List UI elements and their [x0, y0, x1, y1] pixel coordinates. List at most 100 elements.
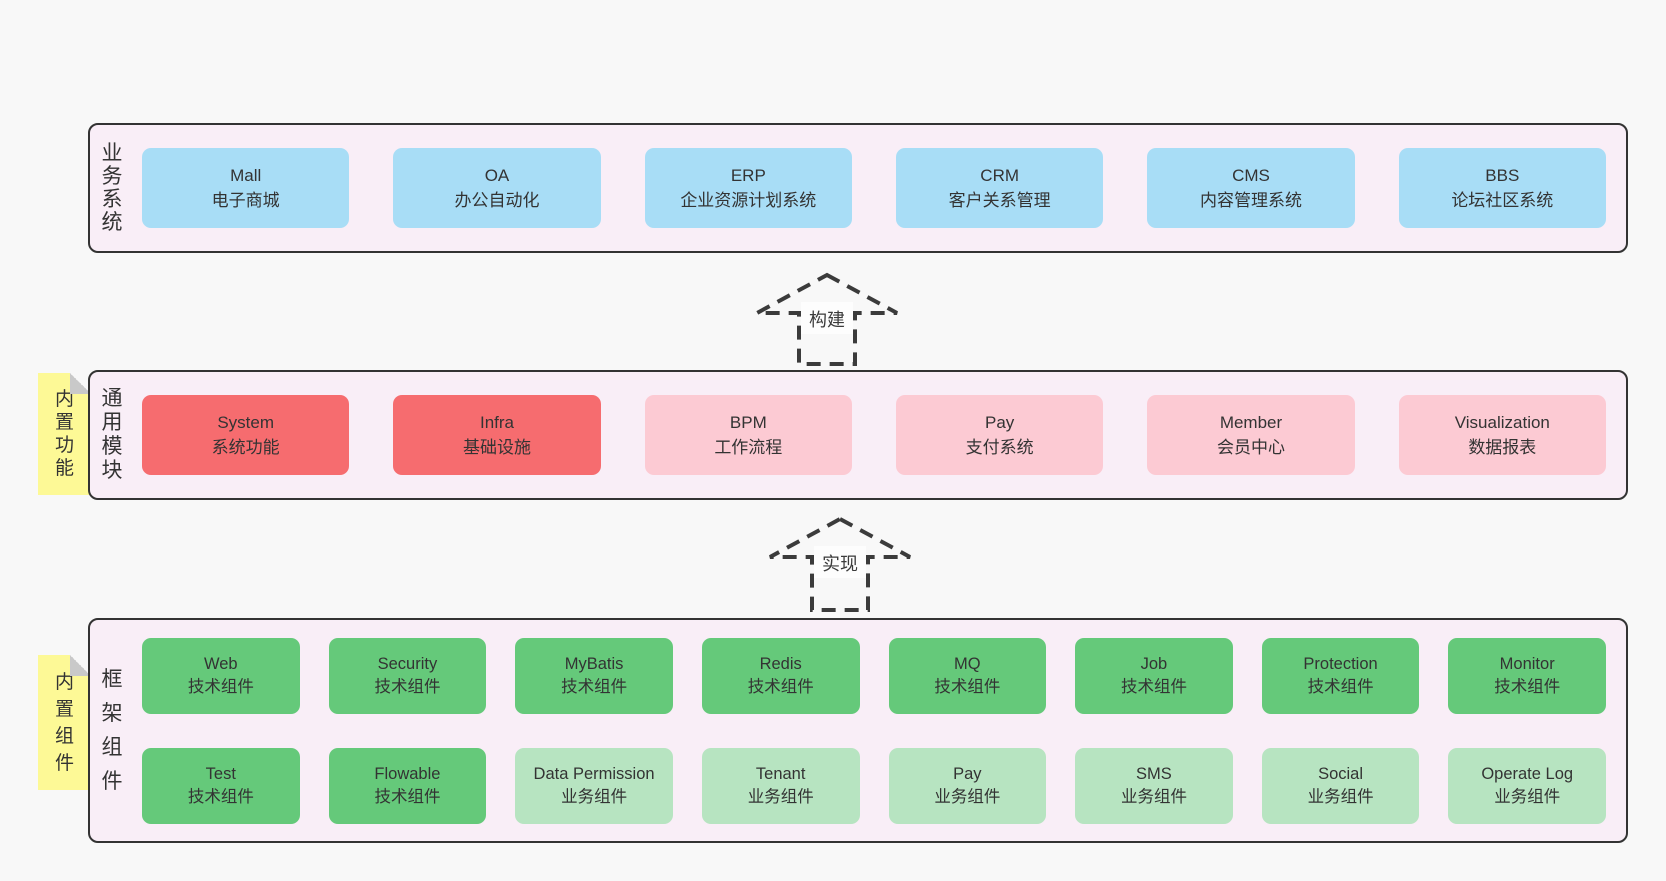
box-mybatis: MyBatis 技术组件	[515, 637, 673, 714]
box-cms: CMS 内容管理系统	[1147, 148, 1355, 228]
box-title: SMS	[1136, 764, 1172, 783]
box-bbs: BBS 论坛社区系统	[1398, 148, 1606, 228]
arrow-implement-label: 实现	[822, 554, 858, 574]
box-subtitle: 企业资源计划系统	[680, 191, 817, 210]
box-subtitle: 技术组件	[934, 677, 1001, 696]
box-subtitle: 业务组件	[747, 787, 814, 806]
box-title: Data Permission	[533, 764, 655, 783]
box-subtitle: 技术组件	[1120, 677, 1187, 696]
box-title: CMS	[1232, 166, 1270, 185]
box-title: Mall	[230, 166, 262, 185]
box-test: Test 技术组件	[142, 747, 300, 824]
side-label-framework-components: 框架组件	[90, 620, 134, 841]
section-common-modules: 通用模块 System 系统功能 Infra 基础设施 BPM 工作流程 Pay…	[88, 370, 1628, 500]
box-title: Visualization	[1454, 413, 1550, 432]
box-security: Security 技术组件	[328, 637, 487, 714]
sticky-tab-label: 内置组件	[54, 671, 74, 774]
box-title: Pay	[953, 764, 982, 783]
box-operate-log: Operate Log 业务组件	[1448, 747, 1606, 824]
box-erp: ERP 企业资源计划系统	[644, 148, 852, 228]
arrow-build-label: 构建	[809, 310, 845, 330]
box-subtitle: 会员中心	[1216, 438, 1285, 457]
box-subtitle: 工作流程	[714, 438, 783, 457]
arrow-label-bg	[801, 302, 853, 334]
box-infra: Infra 基础设施	[393, 395, 601, 475]
box-title: Infra	[479, 413, 514, 432]
box-subtitle: 办公自动化	[454, 191, 540, 210]
box-social: Social 业务组件	[1261, 747, 1420, 824]
box-redis: Redis 技术组件	[701, 637, 860, 714]
box-title: MQ	[954, 654, 981, 673]
box-title: Flowable	[374, 764, 441, 783]
box-title: Redis	[759, 654, 802, 673]
box-mall: Mall 电子商城	[142, 148, 350, 228]
box-sms: SMS 业务组件	[1075, 747, 1233, 824]
sticky-tab-label: 内置功能	[54, 389, 74, 479]
side-label-common-modules: 通用模块	[90, 372, 134, 498]
arrow-label-bg	[814, 546, 866, 578]
folded-corner-icon	[70, 373, 91, 394]
box-title: Job	[1140, 654, 1168, 673]
sticky-tab-builtin-features: 内置功能	[38, 373, 91, 495]
box-subtitle: 系统功能	[211, 438, 280, 457]
business-box-row: Mall 电子商城 OA 办公自动化 ERP 企业资源计划系统 CRM 客户关系…	[134, 125, 1626, 251]
box-title: Pay	[985, 413, 1015, 432]
box-web: Web 技术组件	[142, 637, 300, 714]
box-title: Web	[203, 654, 238, 673]
box-title: MyBatis	[564, 654, 624, 673]
box-subtitle: 客户关系管理	[948, 191, 1051, 210]
sticky-tab-builtin-components: 内置组件	[38, 655, 91, 790]
box-system: System 系统功能	[142, 395, 350, 475]
box-subtitle: 业务组件	[1307, 787, 1374, 806]
box-mq: MQ 技术组件	[888, 637, 1047, 714]
arrow-build: 构建	[756, 272, 898, 366]
box-title: Test	[205, 764, 236, 783]
box-subtitle: 数据报表	[1468, 438, 1537, 457]
modules-box-row: System 系统功能 Infra 基础设施 BPM 工作流程 Pay 支付系统…	[134, 372, 1626, 498]
arrow-implement: 实现	[769, 516, 911, 612]
side-label-business-systems: 业务系统	[90, 125, 134, 251]
box-title: ERP	[730, 166, 766, 185]
side-label-text: 业务系统	[101, 142, 123, 234]
box-subtitle: 技术组件	[187, 787, 254, 806]
box-pay-module: Pay 支付系统	[895, 395, 1104, 475]
folded-corner-icon	[70, 655, 91, 676]
box-title: CRM	[980, 166, 1020, 185]
box-bpm: BPM 工作流程	[644, 395, 852, 475]
box-subtitle: 业务组件	[1494, 787, 1561, 806]
box-title: OA	[484, 166, 510, 185]
box-visualization: Visualization 数据报表	[1398, 395, 1606, 475]
side-label-text: 通用模块	[101, 387, 123, 482]
box-title: Tenant	[755, 764, 806, 783]
box-subtitle: 技术组件	[187, 677, 254, 696]
box-title: Monitor	[1499, 654, 1555, 673]
box-title: Member	[1219, 413, 1283, 432]
box-subtitle: 业务组件	[934, 787, 1001, 806]
section-framework-components: 框架组件 Web 技术组件 Security 技术组件 MyBatis 技术组件…	[88, 618, 1628, 843]
section-business-systems: 业务系统 Mall 电子商城 OA 办公自动化 ERP 企业资源计划系统 CRM…	[88, 123, 1628, 253]
side-label-text: 框架组件	[101, 667, 123, 793]
box-title: Operate Log	[1481, 764, 1574, 783]
box-title: BBS	[1485, 166, 1520, 185]
box-protection: Protection 技术组件	[1261, 637, 1420, 714]
box-subtitle: 技术组件	[374, 787, 441, 806]
box-crm: CRM 客户关系管理	[895, 148, 1104, 228]
box-oa: OA 办公自动化	[393, 148, 601, 228]
box-title: BPM	[729, 413, 767, 432]
box-subtitle: 内容管理系统	[1199, 191, 1302, 210]
box-title: Social	[1318, 764, 1364, 783]
box-subtitle: 支付系统	[965, 438, 1034, 457]
box-pay-component: Pay 业务组件	[888, 747, 1047, 824]
box-title: Security	[377, 654, 438, 673]
box-subtitle: 基础设施	[462, 438, 531, 457]
box-job: Job 技术组件	[1075, 637, 1233, 714]
box-subtitle: 技术组件	[1494, 677, 1561, 696]
box-subtitle: 论坛社区系统	[1451, 191, 1554, 210]
box-subtitle: 技术组件	[1307, 677, 1374, 696]
box-title: System	[217, 413, 274, 432]
box-tenant: Tenant 业务组件	[701, 747, 860, 824]
box-subtitle: 技术组件	[747, 677, 814, 696]
box-monitor: Monitor 技术组件	[1448, 637, 1606, 714]
box-subtitle: 技术组件	[374, 677, 441, 696]
components-box-grid: Web 技术组件 Security 技术组件 MyBatis 技术组件 Redi…	[134, 620, 1626, 841]
